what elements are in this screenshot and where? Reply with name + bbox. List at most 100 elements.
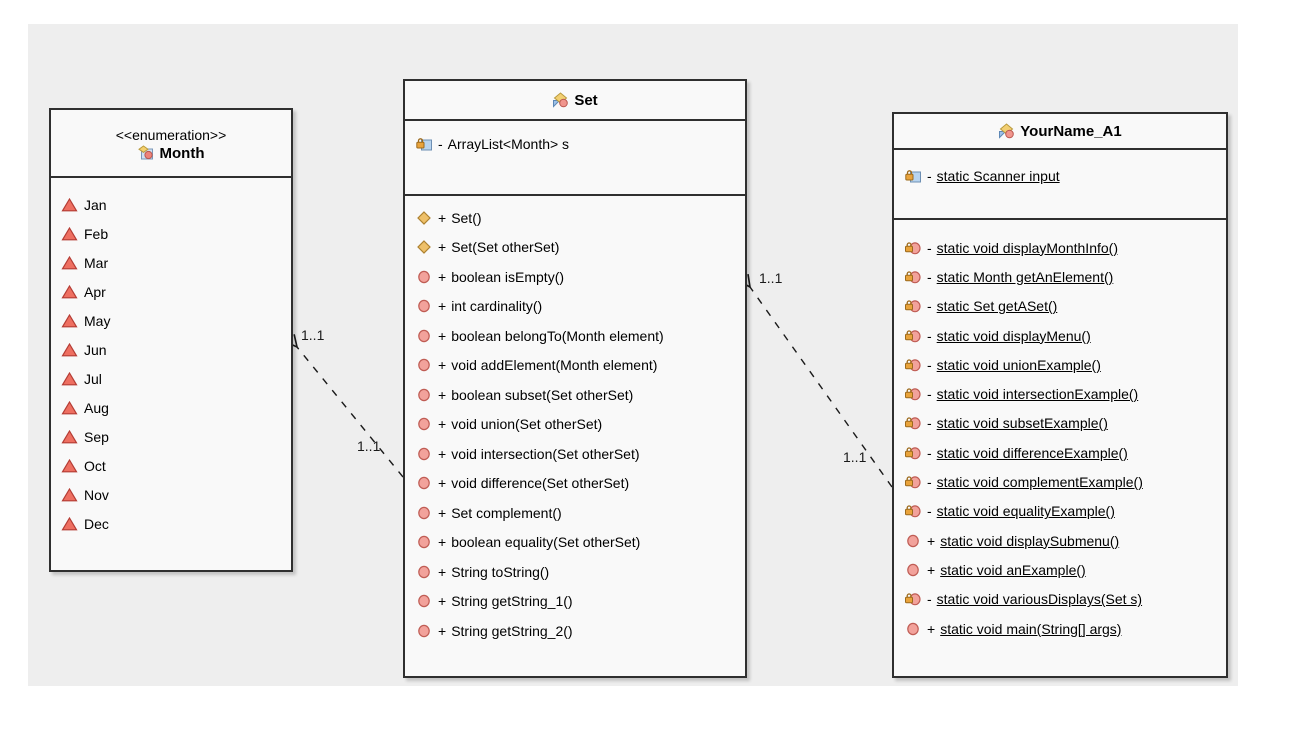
public-method-icon <box>904 533 922 549</box>
visibility-sign: - <box>927 167 932 184</box>
public-method-icon <box>415 623 433 639</box>
method-row[interactable]: -static Set getASet() <box>894 292 1226 321</box>
enum-literal-row[interactable]: Jun <box>51 335 291 364</box>
enum-constant-icon <box>61 313 79 329</box>
member-text: static void displayMonthInfo() <box>936 239 1118 256</box>
method-row[interactable]: -static Month getAnElement() <box>894 262 1226 291</box>
enum-literal-row[interactable]: Mar <box>51 248 291 277</box>
enum-literal-text: Aug <box>84 399 109 416</box>
enum-literal-row[interactable]: Jul <box>51 364 291 393</box>
method-row[interactable]: +String getString_2() <box>405 616 745 646</box>
private-method-icon <box>904 415 922 431</box>
method-row[interactable]: +Set complement() <box>405 498 745 528</box>
method-row[interactable]: +Set() <box>405 203 745 233</box>
enum-constant-icon <box>61 284 79 300</box>
method-row[interactable]: +Set(Set otherSet) <box>405 233 745 263</box>
method-row[interactable]: +static void displaySubmenu() <box>894 526 1226 555</box>
enum-constant-icon <box>61 487 79 503</box>
method-row[interactable]: -static void differenceExample() <box>894 438 1226 467</box>
method-row[interactable]: +boolean isEmpty() <box>405 262 745 292</box>
method-row[interactable]: -static void intersectionExample() <box>894 379 1226 408</box>
enum-literal-text: Mar <box>84 254 109 271</box>
enum-literal-row[interactable]: Nov <box>51 480 291 509</box>
member-text: boolean isEmpty() <box>451 268 565 285</box>
enum-constant-icon <box>61 516 79 532</box>
enum-literal-row[interactable]: May <box>51 306 291 335</box>
method-row[interactable]: +static void main(String[] args) <box>894 614 1226 643</box>
member-text: static void displaySubmenu() <box>940 532 1120 549</box>
member-text: static Set getASet() <box>936 298 1058 315</box>
enum-literal-text: Sep <box>84 428 109 445</box>
private-method-icon <box>904 240 922 256</box>
method-row[interactable]: +boolean equality(Set otherSet) <box>405 528 745 558</box>
method-row[interactable]: -static void subsetExample() <box>894 409 1226 438</box>
enum-literal-row[interactable]: Oct <box>51 451 291 480</box>
member-text: static void subsetExample() <box>936 415 1108 432</box>
enum-literal-row[interactable]: Dec <box>51 509 291 538</box>
method-row[interactable]: -static void complementExample() <box>894 467 1226 496</box>
multiplicity-label[interactable]: 1..1 <box>357 438 381 454</box>
class-icon <box>552 92 569 108</box>
class-box-yourname-a1[interactable]: YourName_A1 -static Scanner input -stati… <box>892 112 1228 678</box>
method-row[interactable]: +void addElement(Month element) <box>405 351 745 381</box>
method-row[interactable]: +String getString_1() <box>405 587 745 617</box>
visibility-sign: + <box>438 475 447 492</box>
method-row[interactable]: +boolean belongTo(Month element) <box>405 321 745 351</box>
method-row[interactable]: -static void unionExample() <box>894 350 1226 379</box>
public-method-icon <box>415 416 433 432</box>
visibility-sign: + <box>438 386 447 403</box>
member-text: static void equalityExample() <box>936 503 1115 520</box>
method-row[interactable]: +void intersection(Set otherSet) <box>405 439 745 469</box>
enum-literal-row[interactable]: Sep <box>51 422 291 451</box>
enum-literal-row[interactable]: Feb <box>51 219 291 248</box>
class-header-month[interactable]: <<enumeration>> Month <box>51 110 291 178</box>
enum-literal-text: Nov <box>84 486 109 503</box>
public-method-icon <box>904 621 922 637</box>
methods-section-set: +Set()+Set(Set otherSet)+boolean isEmpty… <box>405 196 745 646</box>
multiplicity-label[interactable]: 1..1 <box>843 449 867 465</box>
visibility-sign: - <box>927 386 932 403</box>
method-row[interactable]: -static void displayMenu() <box>894 321 1226 350</box>
member-text: boolean belongTo(Month element) <box>451 327 664 344</box>
field-row[interactable]: -static Scanner input <box>894 161 1226 190</box>
enum-constant-icon <box>61 255 79 271</box>
method-row[interactable]: +void union(Set otherSet) <box>405 410 745 440</box>
member-text: boolean equality(Set otherSet) <box>451 534 641 551</box>
member-text: String getString_1() <box>451 593 573 610</box>
member-text: void union(Set otherSet) <box>451 416 603 433</box>
method-row[interactable]: +int cardinality() <box>405 292 745 322</box>
member-text: static void main(String[] args) <box>940 620 1122 637</box>
visibility-sign: + <box>438 622 447 639</box>
multiplicity-label[interactable]: 1..1 <box>301 327 325 343</box>
field-row[interactable]: -ArrayList<Month> s <box>405 129 745 158</box>
enum-literal-text: May <box>84 312 111 329</box>
enum-literal-row[interactable]: Apr <box>51 277 291 306</box>
method-row[interactable]: -static void equalityExample() <box>894 497 1226 526</box>
class-box-set[interactable]: Set -ArrayList<Month> s +Set()+Set(Set o… <box>403 79 747 678</box>
member-text: static void unionExample() <box>936 356 1101 373</box>
member-text: void difference(Set otherSet) <box>451 475 630 492</box>
multiplicity-label[interactable]: 1..1 <box>759 270 783 286</box>
method-row[interactable]: -static void displayMonthInfo() <box>894 233 1226 262</box>
class-header-set[interactable]: Set <box>405 81 745 121</box>
enum-literal-row[interactable]: Aug <box>51 393 291 422</box>
visibility-sign: - <box>927 268 932 285</box>
class-header-yourname-a1[interactable]: YourName_A1 <box>894 114 1226 150</box>
public-method-icon <box>415 387 433 403</box>
private-method-icon <box>904 328 922 344</box>
method-row[interactable]: +static void anExample() <box>894 555 1226 584</box>
visibility-sign: + <box>438 593 447 610</box>
enum-literal-row[interactable]: Jan <box>51 190 291 219</box>
public-method-icon <box>415 564 433 580</box>
class-name-yourname-a1: YourName_A1 <box>1020 122 1122 140</box>
private-field-icon <box>904 168 922 184</box>
method-row[interactable]: +boolean subset(Set otherSet) <box>405 380 745 410</box>
member-text: int cardinality() <box>451 298 543 315</box>
method-row[interactable]: -static void variousDisplays(Set s) <box>894 585 1226 614</box>
method-row[interactable]: +String toString() <box>405 557 745 587</box>
class-name-set: Set <box>574 91 598 109</box>
method-row[interactable]: +void difference(Set otherSet) <box>405 469 745 499</box>
visibility-sign: - <box>927 239 932 256</box>
